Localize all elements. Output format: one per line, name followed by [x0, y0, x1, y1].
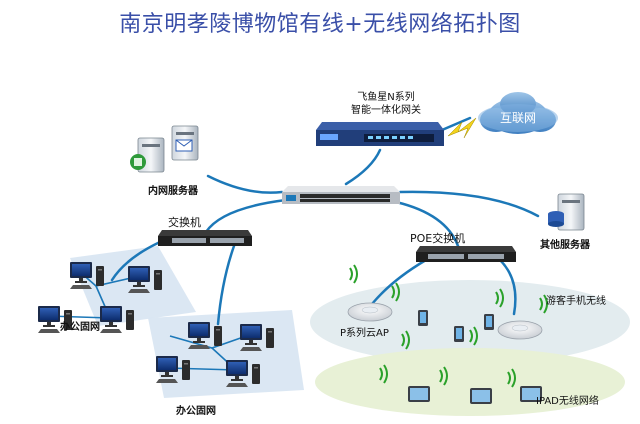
- link-core-switch: [204, 198, 288, 234]
- cloud-ap-icon-2: [497, 320, 543, 340]
- office-links: [47, 271, 253, 371]
- cloud-ap-label: P系列云AP: [340, 328, 389, 339]
- other-server-label: 其他服务器: [540, 240, 590, 251]
- internet-cloud-icon: [478, 92, 558, 134]
- poe-switch-label: POE交换机: [410, 232, 466, 245]
- other-server-icon: [548, 193, 585, 231]
- office-zone-2: [148, 310, 304, 398]
- link-internet: [440, 116, 472, 132]
- office-net-label-1: 办公固网: [60, 322, 100, 333]
- switch-label: 交换机: [168, 216, 201, 229]
- visitor-wireless-label: 游客手机无线: [546, 296, 606, 307]
- link-core-poe: [394, 200, 460, 248]
- link-intranet-core: [206, 174, 284, 194]
- link-poe-ap1: [370, 258, 428, 306]
- gateway-label-line2: 智能一体化网关: [351, 105, 421, 116]
- link-core-other: [398, 190, 540, 218]
- lightning-icon: [447, 117, 477, 139]
- ipad-wireless-label: IPAD无线网络: [536, 396, 599, 407]
- link-switch-office2: [216, 244, 236, 326]
- gateway-label-line1: 飞鱼星N系列: [357, 92, 415, 103]
- poe-switch-icon: [416, 246, 516, 262]
- internet-label: 互联网: [499, 111, 536, 125]
- mobile-devices-icons: [418, 310, 494, 342]
- core-switch-icon: [282, 186, 400, 204]
- office-net-label-2: 办公固网: [176, 406, 216, 417]
- intranet-server-label: 内网服务器: [148, 186, 198, 197]
- page-title: 南京明孝陵博物馆有线+无线网络拓扑图: [119, 12, 521, 37]
- network-links: [110, 116, 540, 326]
- tablet-devices-icons: [408, 386, 542, 404]
- link-gateway-switch: [344, 148, 382, 186]
- wireless-zone-ipad: [315, 348, 625, 416]
- cloud-ap-icon-1: [347, 302, 393, 322]
- access-switch-icon: [158, 230, 252, 246]
- link-switch-office1: [110, 240, 162, 282]
- gateway-router-icon: [316, 122, 444, 146]
- wireless-zone-visitor: [310, 280, 630, 364]
- intranet-server-icon: [130, 125, 199, 173]
- link-poe-ap2: [498, 258, 517, 316]
